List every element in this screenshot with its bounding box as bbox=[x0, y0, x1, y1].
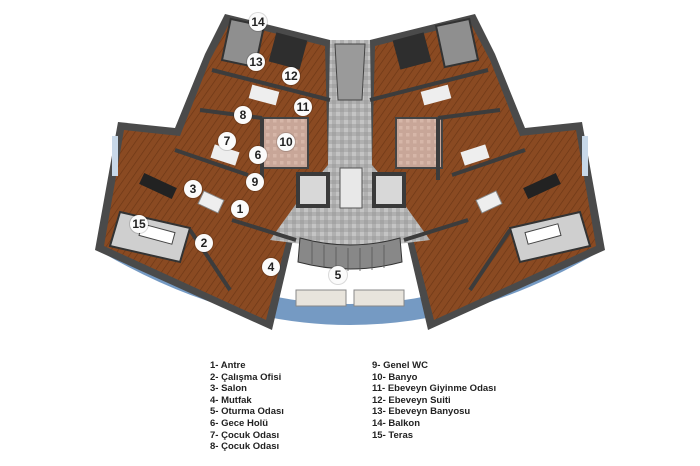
room-number-1: 1 bbox=[231, 200, 249, 218]
bed-master-left bbox=[268, 32, 308, 70]
sofa-right bbox=[353, 289, 405, 307]
room-number-11: 11 bbox=[294, 98, 312, 116]
room-number-2: 2 bbox=[195, 234, 213, 252]
room-number-5: 5 bbox=[329, 266, 347, 284]
legend-item: 12- Ebeveyn Suiti bbox=[372, 394, 451, 406]
bathroom-right bbox=[395, 117, 443, 169]
legend-item: 4- Mutfak bbox=[210, 394, 252, 406]
legend-item: 11- Ebeveyn Giyinme Odası bbox=[372, 383, 497, 395]
legend-item: 9- Genel WC bbox=[372, 360, 428, 371]
legend-right: 9- Genel WC 10- Banyo 11- Ebeveyn Giyinm… bbox=[372, 360, 496, 441]
room-number-6: 6 bbox=[249, 146, 267, 164]
legend-left: 1- Antre 2- Çalışma Ofisi 3- Salon 4- Mu… bbox=[210, 360, 284, 453]
room-number-14: 14 bbox=[249, 13, 267, 31]
legend-item: 3- Salon bbox=[210, 383, 247, 395]
room-number-4: 4 bbox=[262, 258, 280, 276]
sofa-left bbox=[295, 289, 347, 307]
room-number-7: 7 bbox=[218, 132, 236, 150]
legend-item: 5- Oturma Odası bbox=[210, 406, 284, 418]
balcony-right bbox=[434, 17, 480, 69]
room-number-10: 10 bbox=[277, 133, 295, 151]
legend-item: 10- Banyo bbox=[372, 371, 418, 383]
room-number-8: 8 bbox=[234, 106, 252, 124]
legend-item: 7- Çocuk Odası bbox=[210, 429, 280, 441]
stair-block bbox=[339, 167, 363, 209]
bed-master-right bbox=[392, 32, 432, 70]
room-number-15: 15 bbox=[130, 215, 148, 233]
floor-plan bbox=[95, 14, 605, 330]
room-number-9: 9 bbox=[246, 173, 264, 191]
legend-item: 14- Balkon bbox=[372, 417, 421, 429]
legend-item: 13- Ebeveyn Banyosu bbox=[372, 406, 471, 418]
legend-item: 8- Çocuk Odası bbox=[210, 441, 280, 453]
legend-item: 6- Gece Holü bbox=[210, 417, 269, 429]
legend-item: 2- Çalışma Ofisi bbox=[210, 371, 282, 383]
room-number-12: 12 bbox=[282, 67, 300, 85]
room-number-3: 3 bbox=[184, 180, 202, 198]
upper-stair bbox=[334, 43, 366, 101]
legend-item: 15- Teras bbox=[372, 429, 414, 441]
legend-item: 1- Antre bbox=[210, 360, 246, 371]
room-number-13: 13 bbox=[247, 53, 265, 71]
